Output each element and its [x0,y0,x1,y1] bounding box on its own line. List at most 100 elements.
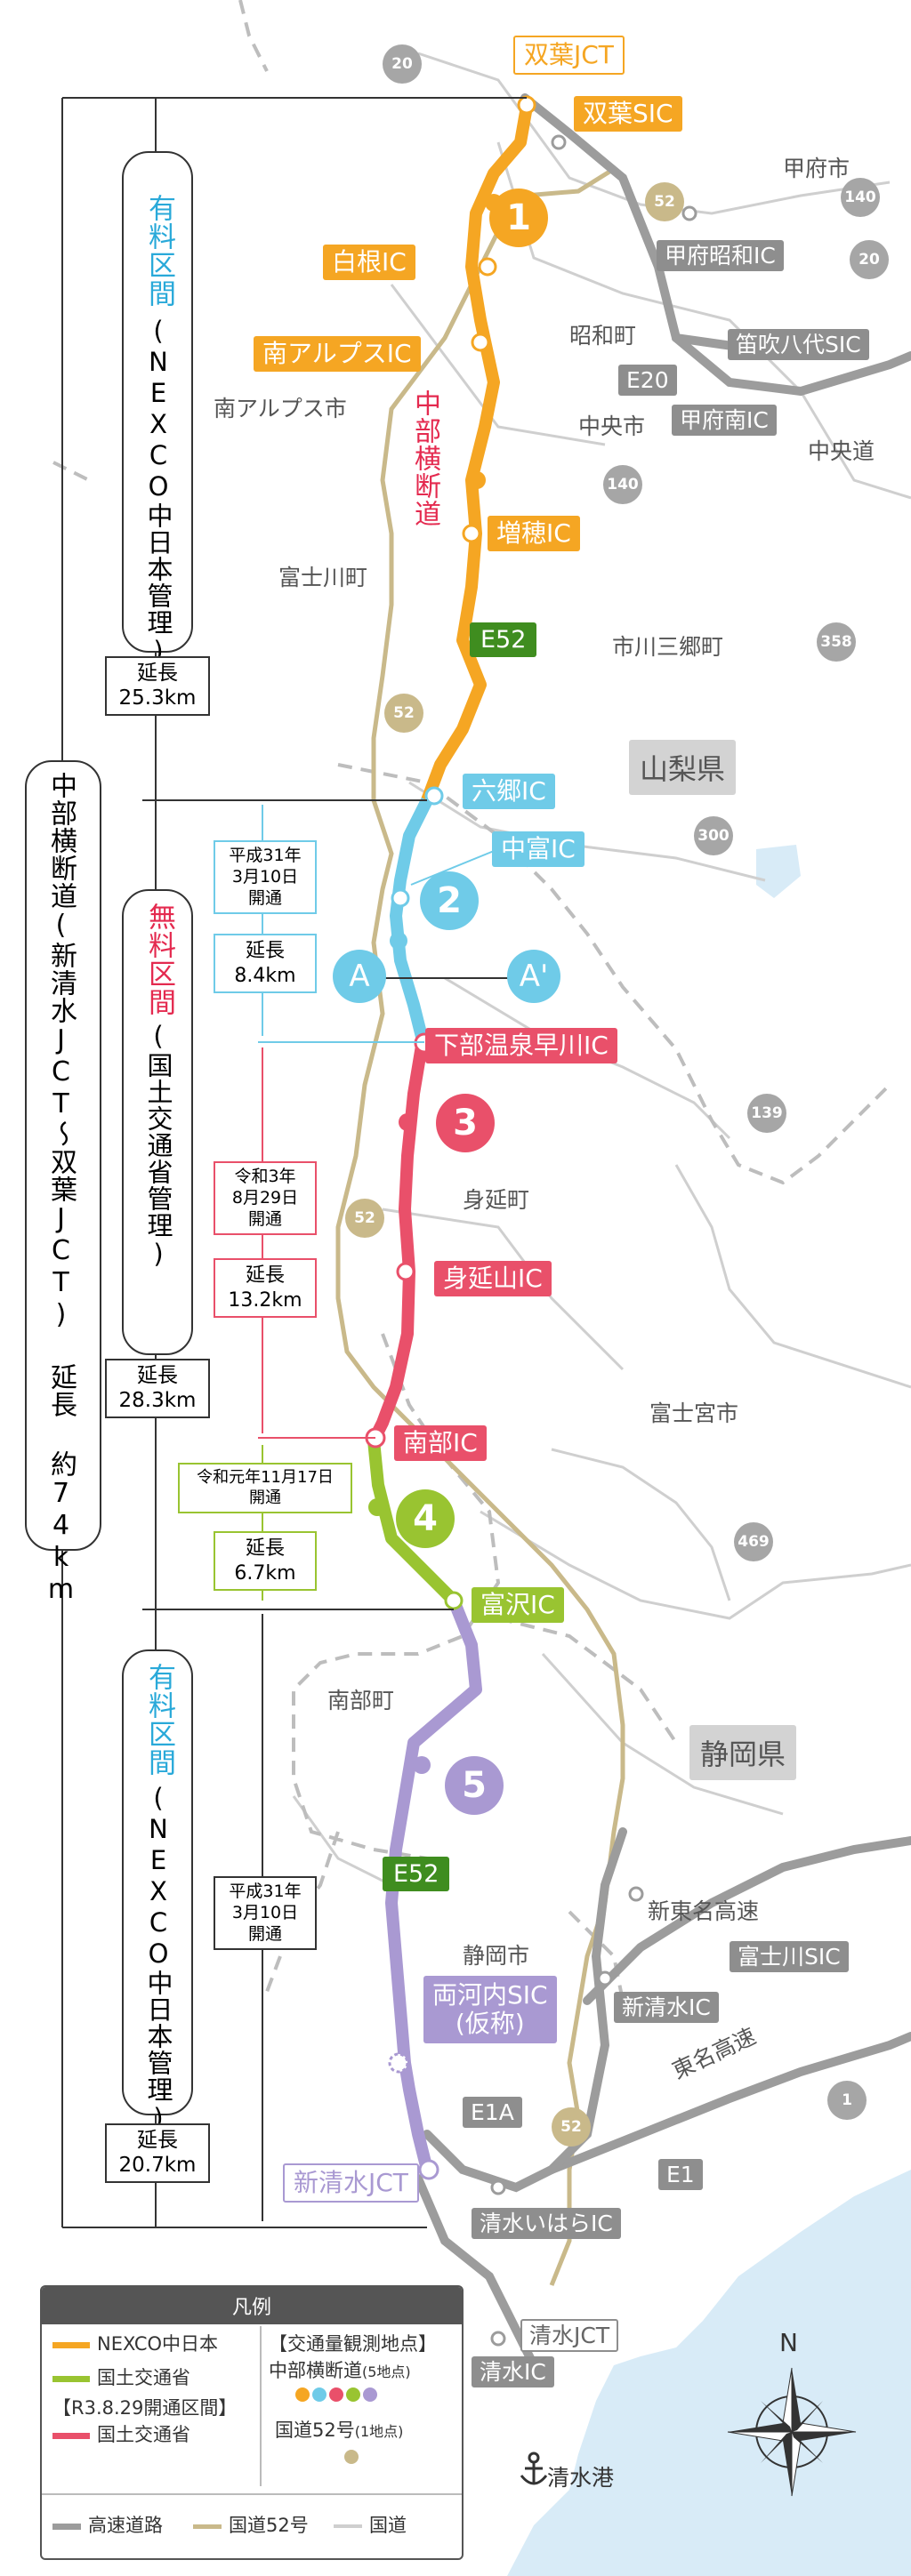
route358-shield: 358 [817,622,856,662]
rokugo-ic-label: 六郷IC [463,774,555,809]
legend-obs-route: 中部横断道(5地点) [269,2360,411,2381]
legend-r3-section: 【R3.8.29開通区間】 [52,2397,238,2419]
free-title: 無料区間 [143,903,175,1016]
compass-rose [727,2367,857,2497]
route140-shield-mid: 140 [603,465,642,504]
futaba-sic-label: 双葉SIC [574,96,682,132]
prefecture-shizuoka: 静岡県 [689,1725,797,1780]
toll-upper-title: 有料区間 [143,194,175,308]
minami-alps-ic-label: 南アルプスIC [254,336,421,372]
legend-r3-mlit: 国土交通省 [52,2420,190,2447]
route52-shield-top: 52 [645,182,684,221]
sea-area [507,2170,911,2576]
overall-length-pill [25,760,101,1551]
ryogouchi-sic-label: 両河内SIC (仮称) [423,1976,557,2044]
route20-shield: 20 [383,44,422,84]
prefecture-border [52,0,891,2002]
route-blue [390,797,433,1042]
place-minami-alps: 南アルプス市 [214,396,347,421]
route-red [367,1039,429,1444]
legend-mlit: 国土交通省 [52,2363,190,2390]
shin-shimizu-jct-label: 新清水JCT [283,2163,419,2203]
legend-obs-dots [295,2383,380,2404]
e52-upper-label: E52 [470,622,537,657]
shin-shimizu-ic-label: 新清水IC [614,1992,719,2023]
route139-shield: 139 [747,1094,786,1133]
toll-lower-length: 延長 20.7km [105,2123,210,2184]
toll-upper-length: 延長 25.3km [105,656,210,717]
shimizu-jct-label: 清水JCT [520,2319,619,2352]
route1-shield: 1 [827,2081,867,2120]
blue-length: 延長 8.4km [214,934,317,993]
overall-length-text: 中部横断道(新清水JCT〜双葉JCT) 延長 約74km [45,772,77,1606]
nanbu-ic-label: 南部IC [394,1425,487,1461]
route52-shield-mid: 52 [384,694,423,733]
route-orange-upper [421,105,533,803]
section-2-marker: 2 [420,871,479,930]
route52-shield-bottom: 52 [552,2107,591,2147]
free-sub: (国土交通省管理) [143,1021,173,1270]
national-roads [292,52,911,1887]
route20-shield-right: 20 [850,240,889,279]
red-open-date: 令和3年 8月29日 開通 [214,1161,317,1236]
legend-expressway: 高速道路 [52,2511,163,2538]
kofu-minami-ic-label: 甲府南IC [672,405,777,436]
red-length: 延長 13.2km [214,1258,317,1318]
shin-tomei-label: 新東名高速 [648,1898,760,1924]
route469-shield: 469 [734,1522,773,1561]
chuo-do-label: 中央道 [808,438,875,464]
section-1-marker: 1 [489,189,548,247]
legend-obs-r52: 国道52号(1地点) [275,2420,404,2441]
kofu-showa-ic-label: 甲府昭和IC [657,240,784,271]
place-shimizu-port: 清水港 [547,2465,615,2491]
section-3-marker: 3 [436,1094,495,1152]
anchor-icon [520,2452,548,2485]
place-nanbu: 南部町 [327,1688,395,1713]
route-green [367,1440,458,1605]
toll-lower-pill [122,1649,193,2115]
purple-open-date: 平成31年 3月10日 開通 [214,1876,317,1951]
tomizawa-ic-label: 富沢IC [472,1587,564,1623]
e52-lower-label: E52 [383,1857,450,1891]
green-length: 延長 6.7km [214,1531,317,1591]
section-a-marker: A [333,950,386,1003]
blue-open-date: 平成31年 3月10日 開通 [214,840,317,915]
place-minobu: 身延町 [463,1187,530,1213]
compass-north-label: N [779,2328,798,2357]
route-name-vertical: 中部横断道 [409,389,440,527]
legend-national: 国道 [334,2511,407,2538]
free-pill [122,889,193,1355]
nakatomi-ic-label: 中富IC [492,831,584,867]
red-span [258,1047,375,1439]
toll-upper-sub: (NEXCO中日本管理) [143,316,173,667]
e20-label: E20 [618,365,677,396]
lake-area [756,845,801,898]
place-showa: 昭和町 [569,323,637,349]
minobusan-ic-label: 身延山IC [434,1261,552,1296]
legend-box: 凡例 NEXCO中日本 国土交通省 【R3.8.29開通区間】 国土交通省 【交… [40,2285,464,2560]
free-length: 延長 28.3km [105,1359,210,1419]
futaba-jct-label: 双葉JCT [513,36,625,75]
route140-shield-top: 140 [841,178,880,217]
shimizu-ic-label: 清水IC [472,2356,554,2387]
place-shizuoka: 静岡市 [463,1943,530,1969]
legend-title: 凡例 [42,2287,462,2324]
prefecture-yamanashi: 山梨県 [629,740,737,795]
legend-obs-r52-dot [344,2445,361,2467]
place-fujikawa: 富士川町 [278,565,368,590]
place-kofu: 甲府市 [783,156,851,181]
e1-label: E1 [658,2159,703,2190]
legend-r52: 国道52号 [193,2511,309,2538]
legend-obs-title: 【交通量観測地点】 [269,2333,437,2355]
toll-upper-pill [122,151,193,653]
section-a-prime-marker: A' [507,950,560,1003]
fujikawa-sic-label: 富士川SIC [730,1941,849,1972]
route52-shield-low: 52 [345,1199,384,1238]
route300-shield: 300 [694,816,733,855]
masuho-ic-label: 増穂IC [488,516,580,551]
shimobe-ic-label: 下部温泉早川IC [425,1028,617,1063]
e1a-label: E1A [463,2097,522,2128]
shirane-ic-label: 白根IC [323,245,415,280]
toll-lower-sub: (NEXCO中日本管理) [143,1783,173,2134]
